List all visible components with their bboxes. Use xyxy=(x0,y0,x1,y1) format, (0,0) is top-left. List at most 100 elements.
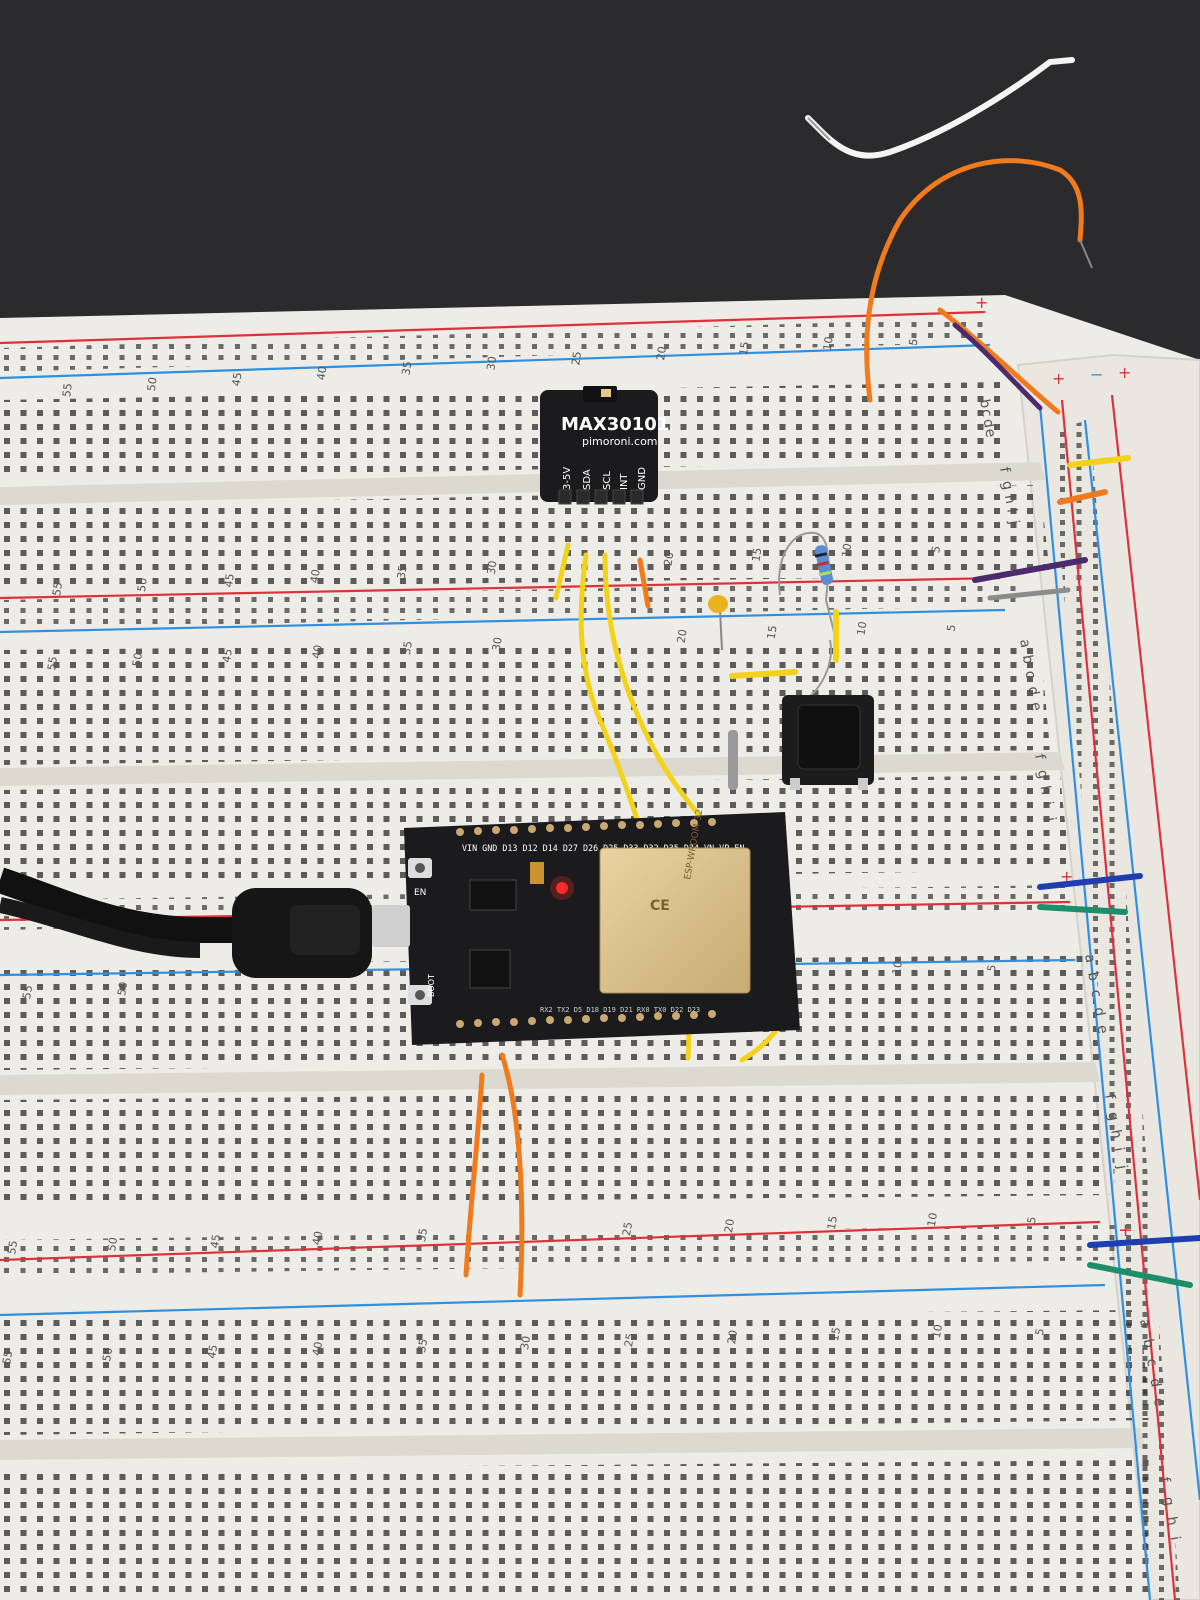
blue-wire-low xyxy=(1087,1235,1200,1248)
svg-text:10: 10 xyxy=(839,542,854,558)
en-label: EN xyxy=(414,888,426,898)
svg-text:10: 10 xyxy=(930,1323,945,1339)
svg-text:10: 10 xyxy=(925,1212,940,1228)
svg-text:c: c xyxy=(1022,669,1039,679)
usb-uart-chip xyxy=(469,949,511,989)
svg-text:40: 40 xyxy=(310,1230,325,1246)
ceramic-capacitor xyxy=(708,595,728,651)
orange-arc-wire xyxy=(864,158,1084,403)
svg-text:a: a xyxy=(1136,1318,1153,1329)
micro-usb-cable xyxy=(0,867,410,978)
svg-text:i: i xyxy=(1003,507,1019,514)
column-numbers: 55 50 45 40 35 30 25 20 15 10 5 55 50 45… xyxy=(0,336,1047,1366)
svg-text:35: 35 xyxy=(399,360,414,376)
svg-text:45: 45 xyxy=(222,573,237,589)
svg-text:d: d xyxy=(1024,685,1041,697)
orange-wire-right xyxy=(1057,489,1108,505)
svg-text:30: 30 xyxy=(518,1335,533,1351)
white-wire-lead-a xyxy=(807,117,831,141)
svg-text:25: 25 xyxy=(620,1221,635,1237)
svg-text:a: a xyxy=(1016,638,1033,649)
svg-text:15: 15 xyxy=(737,341,752,357)
esp32-bottom-header-holes xyxy=(456,1010,716,1028)
svg-text:a: a xyxy=(1081,953,1098,964)
svg-text:30: 30 xyxy=(490,636,505,652)
orange-arc-wire-lead xyxy=(1079,239,1093,269)
svg-text:f: f xyxy=(1101,1093,1118,1102)
max30101-pin-labels: 3-5V SDA SCL INT GND xyxy=(562,467,648,490)
svg-text:h: h xyxy=(1163,1515,1180,1527)
svg-text:15: 15 xyxy=(765,624,780,640)
svg-text:10: 10 xyxy=(890,960,905,976)
svg-text:d: d xyxy=(1146,1377,1163,1389)
boot-label: BOOT xyxy=(427,974,436,997)
yellow-jumper-horizontal xyxy=(729,669,798,679)
svg-text:b: b xyxy=(1019,654,1036,666)
white-loose-wire xyxy=(805,57,1075,159)
svg-text:SDA: SDA xyxy=(582,469,593,490)
esp-wroom-32-module xyxy=(599,847,751,994)
regulator-chip xyxy=(469,879,517,911)
svg-text:20: 20 xyxy=(662,551,677,567)
esp32-top-header-holes xyxy=(456,818,716,836)
svg-text:f: f xyxy=(1156,1476,1173,1485)
svg-text:j: j xyxy=(1042,815,1059,823)
svg-text:20: 20 xyxy=(722,1218,737,1234)
purple-wire-right xyxy=(972,557,1088,583)
svg-text:20: 20 xyxy=(654,346,669,362)
svg-text:h: h xyxy=(1001,493,1018,505)
svg-text:55: 55 xyxy=(50,581,65,597)
svg-text:5: 5 xyxy=(1033,1327,1047,1336)
breadboard-grooves xyxy=(0,462,1145,1460)
tactile-push-button xyxy=(782,695,874,790)
svg-text:i: i xyxy=(1166,1535,1182,1542)
svg-text:55: 55 xyxy=(0,1349,15,1365)
svg-text:SCL: SCL xyxy=(602,471,613,490)
rail-plus-right-2: + xyxy=(1118,363,1131,382)
svg-text:50: 50 xyxy=(130,652,145,668)
svg-text:35: 35 xyxy=(395,564,410,580)
svg-text:e: e xyxy=(1094,1024,1111,1035)
svg-text:5: 5 xyxy=(985,964,999,973)
svg-text:30: 30 xyxy=(485,560,500,576)
svg-text:j: j xyxy=(1113,1163,1130,1171)
svg-text:3-5V: 3-5V xyxy=(562,467,573,490)
orange-rail-wire xyxy=(937,307,1061,415)
svg-text:35: 35 xyxy=(400,640,415,656)
yellow-jumper-short xyxy=(553,542,571,601)
svg-text:g: g xyxy=(998,480,1015,492)
svg-text:i: i xyxy=(1110,1146,1126,1153)
svg-text:50: 50 xyxy=(100,1347,115,1363)
gray-wire-right xyxy=(987,587,1071,601)
svg-text:10: 10 xyxy=(855,621,870,637)
svg-text:25: 25 xyxy=(622,1332,637,1348)
svg-text:f: f xyxy=(996,466,1013,475)
blue-wire-mid xyxy=(1037,873,1143,890)
svg-text:d: d xyxy=(1090,1006,1107,1018)
yellow-wire-right xyxy=(1067,455,1131,468)
svg-text:45: 45 xyxy=(230,371,245,387)
rail-plus-low: + xyxy=(1118,1220,1133,1241)
svg-text:45: 45 xyxy=(205,1344,220,1360)
max30101-title: MAX30101 xyxy=(561,414,669,435)
orange-jumper-bottom-a xyxy=(463,1072,485,1278)
svg-text:b: b xyxy=(976,398,993,410)
svg-text:35: 35 xyxy=(415,1227,430,1243)
svg-text:30: 30 xyxy=(484,355,499,371)
svg-text:20: 20 xyxy=(725,1329,740,1345)
esp32-dev-board: VIN GND D13 D12 D14 D27 D26 D25 D33 D32 … xyxy=(404,809,800,1045)
svg-text:55: 55 xyxy=(20,984,35,1000)
svg-text:c: c xyxy=(978,408,995,418)
svg-text:20: 20 xyxy=(675,628,690,644)
green-wire-mid xyxy=(1037,904,1128,915)
svg-text:55: 55 xyxy=(60,382,75,398)
svg-text:c: c xyxy=(1087,988,1104,998)
power-led xyxy=(556,882,568,894)
svg-text:55: 55 xyxy=(45,655,60,671)
svg-text:e: e xyxy=(1027,701,1044,712)
svg-text:e: e xyxy=(1150,1397,1167,1408)
svg-text:h: h xyxy=(1037,784,1054,796)
row-letters: b c d e f g h i j a b c d e f g h i j a xyxy=(976,398,1183,1542)
esp-module-ce: CE xyxy=(650,898,670,914)
